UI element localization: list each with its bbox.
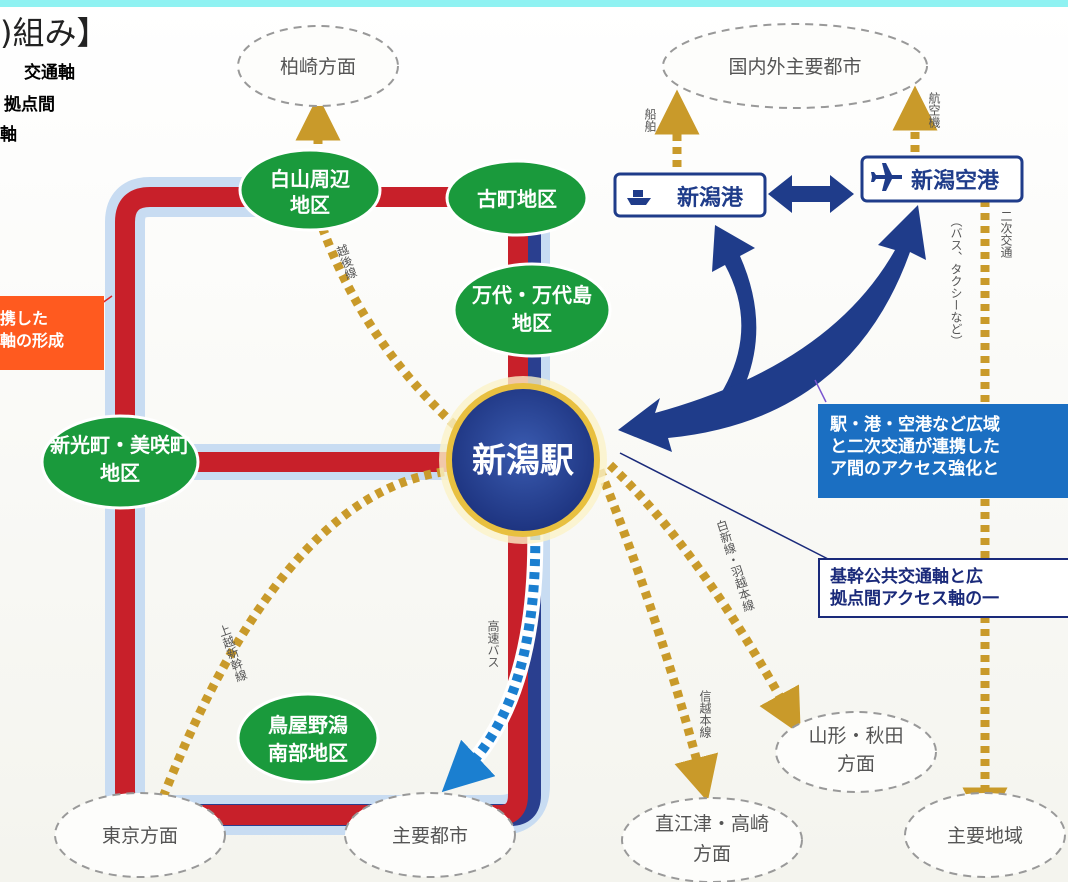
district-bandai xyxy=(452,262,612,358)
rail-lines xyxy=(131,85,1008,867)
dest-kashiwazaki-label: 柏崎方面 xyxy=(280,56,356,78)
callout-left-line-2: 軸の形成 xyxy=(0,331,65,350)
port-box xyxy=(613,172,767,218)
shinetsu-line-label: 信越本線 xyxy=(698,690,712,738)
line-hakushin xyxy=(606,461,801,735)
dest-major-cities-label: 主要都市 xyxy=(392,825,468,847)
legend-line-1: 交通軸 xyxy=(24,62,75,83)
district-shinko-label-1: 新光町・美咲町 xyxy=(50,433,190,457)
port-label: 新潟港 xyxy=(677,185,744,211)
line-shinetsu xyxy=(595,468,719,802)
dest-kashiwazaki xyxy=(237,25,399,107)
dest-major-regions xyxy=(904,792,1066,878)
callout-right2-pointer xyxy=(619,452,831,561)
dest-major-regions-label: 主要地域 xyxy=(947,825,1023,847)
district-bandai-label-2: 地区 xyxy=(512,311,552,335)
callout-access: 駅・港・空港など広域 と二次交通が連携した ア間のアクセス強化と xyxy=(818,404,1068,498)
callout-left: 携した 軸の形成 xyxy=(0,296,104,370)
district-furumachi xyxy=(445,159,589,237)
secondary-line-label: 二次交通 xyxy=(999,210,1013,258)
districts xyxy=(40,148,612,784)
aircraft-line-label: 航空機 xyxy=(927,91,941,128)
callout-axis-line-2: 拠点間アクセス軸の一 xyxy=(830,589,1000,609)
district-bandai-label-1: 万代・万代島 xyxy=(471,283,592,307)
arrow-station-port xyxy=(712,225,757,405)
dest-yamagata-label-1: 山形・秋田 xyxy=(808,725,903,747)
callout-access-line-1: 駅・港・空港など広域 xyxy=(830,415,1000,435)
dest-yamagata xyxy=(775,711,937,793)
heading-fragment: )組み】 xyxy=(0,14,109,52)
district-shinko xyxy=(40,414,200,510)
airport-box xyxy=(860,155,1024,203)
dest-naoetsu-label-2: 方面 xyxy=(693,843,731,865)
airplane-icon xyxy=(871,163,902,191)
dest-major-cities xyxy=(344,792,516,878)
header-bar xyxy=(0,0,1068,7)
ship-icon xyxy=(627,190,651,205)
district-shinko-label-2: 地区 xyxy=(100,461,140,485)
dest-yamagata-label-2: 方面 xyxy=(837,753,875,775)
line-joetsu xyxy=(131,465,471,867)
district-hakusan-label-1: 白山周辺 xyxy=(270,167,350,191)
arrow-station-airport xyxy=(618,205,926,452)
destinations xyxy=(54,23,1066,882)
station-circle xyxy=(446,383,600,537)
dest-tokyo-label: 東京方面 xyxy=(102,825,178,847)
callout-access-line-2: と二次交通が連携した xyxy=(830,437,1000,457)
highway-bus-label: 高速バス xyxy=(486,619,500,668)
district-furumachi-label: 古町地区 xyxy=(477,187,557,211)
callout-axis: 基幹公共交通軸と広 拠点間アクセス軸の一 xyxy=(818,558,1068,618)
airport-label: 新潟空港 xyxy=(911,168,1000,194)
district-toriyano-label-2: 南部地区 xyxy=(268,741,348,765)
legend-line-3: 軸 xyxy=(0,124,17,145)
dest-tokyo xyxy=(54,792,226,878)
callout-left-line-1: 携した xyxy=(0,309,49,328)
highway-bus-line xyxy=(441,519,541,793)
dest-domestic-intl-label: 国内外主要都市 xyxy=(728,56,861,78)
district-toriyano-label-1: 鳥屋野潟 xyxy=(268,713,348,737)
station-label: 新潟駅 xyxy=(472,441,574,481)
arrow-port-airport xyxy=(768,175,854,213)
district-toriyano xyxy=(236,692,380,784)
dest-naoetsu-label-1: 直江津・高崎 xyxy=(655,813,769,835)
callout-right1-pointer xyxy=(814,379,827,403)
bus-taxi-label: （バス、タクシーなど） xyxy=(949,215,963,347)
legend-line-2: 拠点間 xyxy=(4,94,55,115)
dest-naoetsu xyxy=(621,797,803,882)
ship-line-label: 船舶 xyxy=(643,108,657,132)
line-echigo xyxy=(313,213,464,434)
dest-domestic-intl xyxy=(662,23,928,109)
district-hakusan-label-2: 地区 xyxy=(290,193,330,217)
callout-axis-line-1: 基幹公共交通軸と広 xyxy=(830,567,983,587)
callout-access-line-3: ア間のアクセス強化と xyxy=(830,459,1000,479)
district-hakusan xyxy=(238,148,382,232)
